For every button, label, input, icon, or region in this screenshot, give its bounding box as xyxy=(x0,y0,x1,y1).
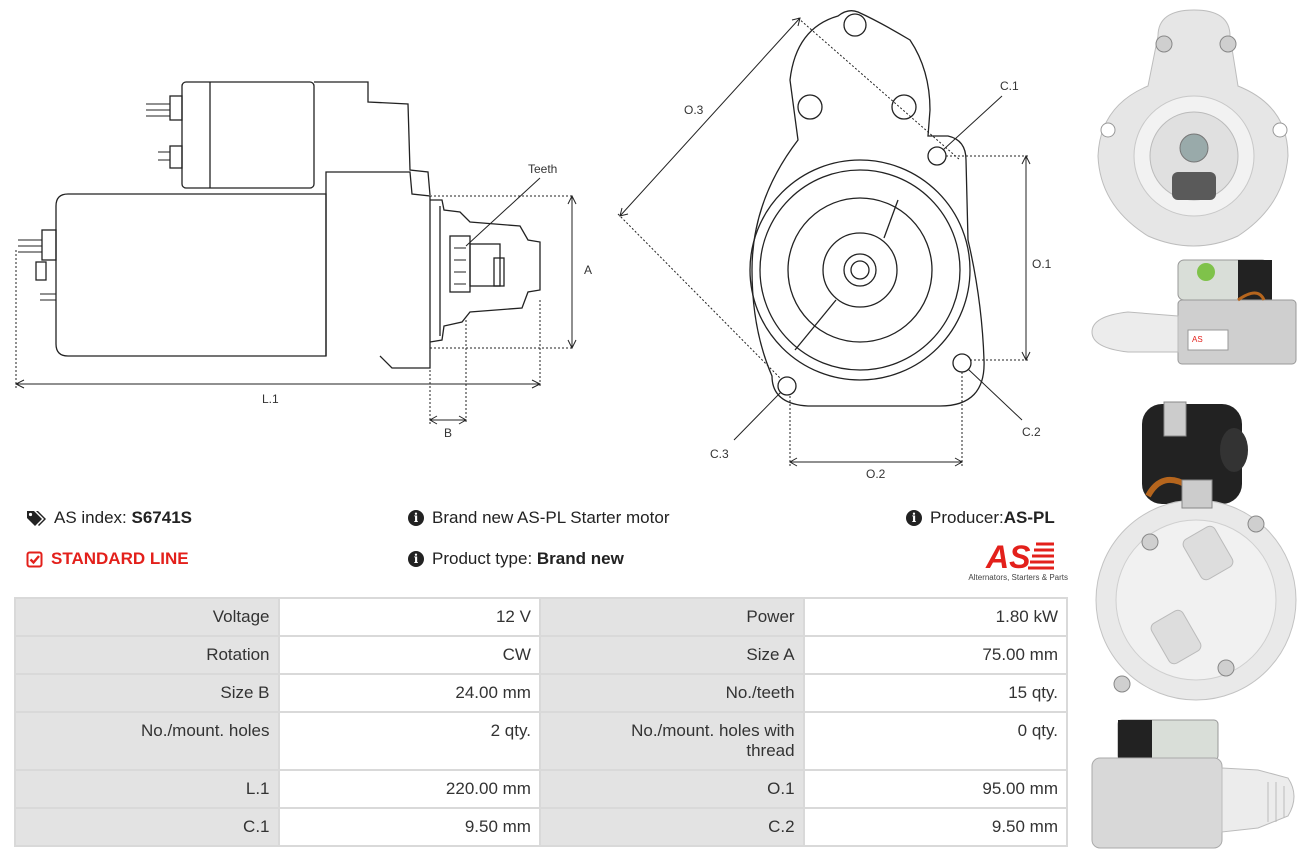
front-view-dimensions xyxy=(617,17,1031,467)
info-circle-icon: i xyxy=(408,510,424,526)
spec-value: 15 qty. xyxy=(804,675,1066,711)
svg-text:AS: AS xyxy=(1192,335,1203,344)
side-view-dimensions xyxy=(14,177,577,425)
producer-row: i Producer: AS-PL xyxy=(906,508,1055,528)
specifications-table: Voltage 12 V Power 1.80 kW Rotation CW S… xyxy=(14,597,1068,847)
spec-value: 220.00 mm xyxy=(279,771,539,807)
as-index-row: AS index: S6741S xyxy=(26,508,192,528)
table-row: Voltage 12 V Power 1.80 kW xyxy=(16,599,1066,635)
table-row: Size B 24.00 mm No./teeth 15 qty. xyxy=(16,675,1066,711)
spec-value: 95.00 mm xyxy=(804,771,1066,807)
info-circle-icon: i xyxy=(408,551,424,567)
spec-key: No./mount. holes with thread xyxy=(540,713,803,769)
label-c3: C.3 xyxy=(710,447,729,461)
product-photo-rear[interactable] xyxy=(1092,400,1306,706)
label-teeth: Teeth xyxy=(528,162,557,176)
product-photo-top[interactable] xyxy=(1088,716,1302,854)
spec-key: C.2 xyxy=(540,809,803,845)
label-a: A xyxy=(584,263,592,277)
label-o2: O.2 xyxy=(866,467,886,480)
label-o3: O.3 xyxy=(684,103,704,117)
as-index-label: AS index: xyxy=(54,508,127,527)
producer-value: AS-PL xyxy=(1003,508,1055,527)
spec-key: No./mount. holes xyxy=(16,713,278,769)
spec-value: 2 qty. xyxy=(279,713,539,769)
standard-line-badge: STANDARD LINE xyxy=(26,549,189,569)
product-photo-front[interactable] xyxy=(1088,6,1300,252)
as-pl-logo: AS Alternators, Starters & Parts xyxy=(964,540,1068,584)
spec-key: Size A xyxy=(540,637,803,673)
label-b: B xyxy=(444,426,452,440)
info-circle-icon: i xyxy=(906,510,922,526)
label-c2: C.2 xyxy=(1022,425,1041,439)
technical-drawings: Teeth A L.1 B O.3 C.1 O.1 C.2 C xyxy=(14,10,1052,480)
logo-tagline: Alternators, Starters & Parts xyxy=(968,573,1068,582)
logo-mark: AS xyxy=(985,540,1054,572)
spec-value: 75.00 mm xyxy=(804,637,1066,673)
spec-value: 1.80 kW xyxy=(804,599,1066,635)
side-view-drawing xyxy=(18,81,541,369)
table-row: Rotation CW Size A 75.00 mm xyxy=(16,637,1066,673)
product-photo-side[interactable]: AS xyxy=(1088,256,1302,390)
front-view-drawing xyxy=(749,10,985,407)
spec-value: 9.50 mm xyxy=(279,809,539,845)
check-square-icon xyxy=(26,551,43,567)
spec-key-text: No./mount. holes with thread xyxy=(631,721,795,760)
tags-icon xyxy=(27,511,46,526)
spec-key: Voltage xyxy=(16,599,278,635)
spec-key: C.1 xyxy=(16,809,278,845)
spec-key: O.1 xyxy=(540,771,803,807)
label-o1: O.1 xyxy=(1032,257,1052,271)
spec-value: CW xyxy=(279,637,539,673)
label-c1: C.1 xyxy=(1000,79,1019,93)
label-l1: L.1 xyxy=(262,392,279,406)
spec-key: Rotation xyxy=(16,637,278,673)
description-text: Brand new AS-PL Starter motor xyxy=(432,508,670,527)
svg-text:AS: AS xyxy=(985,540,1031,572)
table-row: L.1 220.00 mm O.1 95.00 mm xyxy=(16,771,1066,807)
product-type-value: Brand new xyxy=(536,549,624,568)
spec-key: Power xyxy=(540,599,803,635)
spec-key: Size B xyxy=(16,675,278,711)
table-row: No./mount. holes 2 qty. No./mount. holes… xyxy=(16,713,1066,769)
product-type-row: i Product type: Brand new xyxy=(408,549,624,569)
product-type-label: Product type: xyxy=(432,549,533,568)
spec-value: 24.00 mm xyxy=(279,675,539,711)
spec-value: 12 V xyxy=(279,599,539,635)
spec-key: L.1 xyxy=(16,771,278,807)
producer-label: Producer: xyxy=(930,508,1004,527)
spec-value: 0 qty. xyxy=(804,713,1066,769)
as-index-value: S6741S xyxy=(131,508,193,527)
table-row: C.1 9.50 mm C.2 9.50 mm xyxy=(16,809,1066,845)
description-row: i Brand new AS-PL Starter motor xyxy=(408,508,669,528)
spec-key: No./teeth xyxy=(540,675,803,711)
spec-value: 9.50 mm xyxy=(804,809,1066,845)
standard-line-label: STANDARD LINE xyxy=(51,549,189,568)
